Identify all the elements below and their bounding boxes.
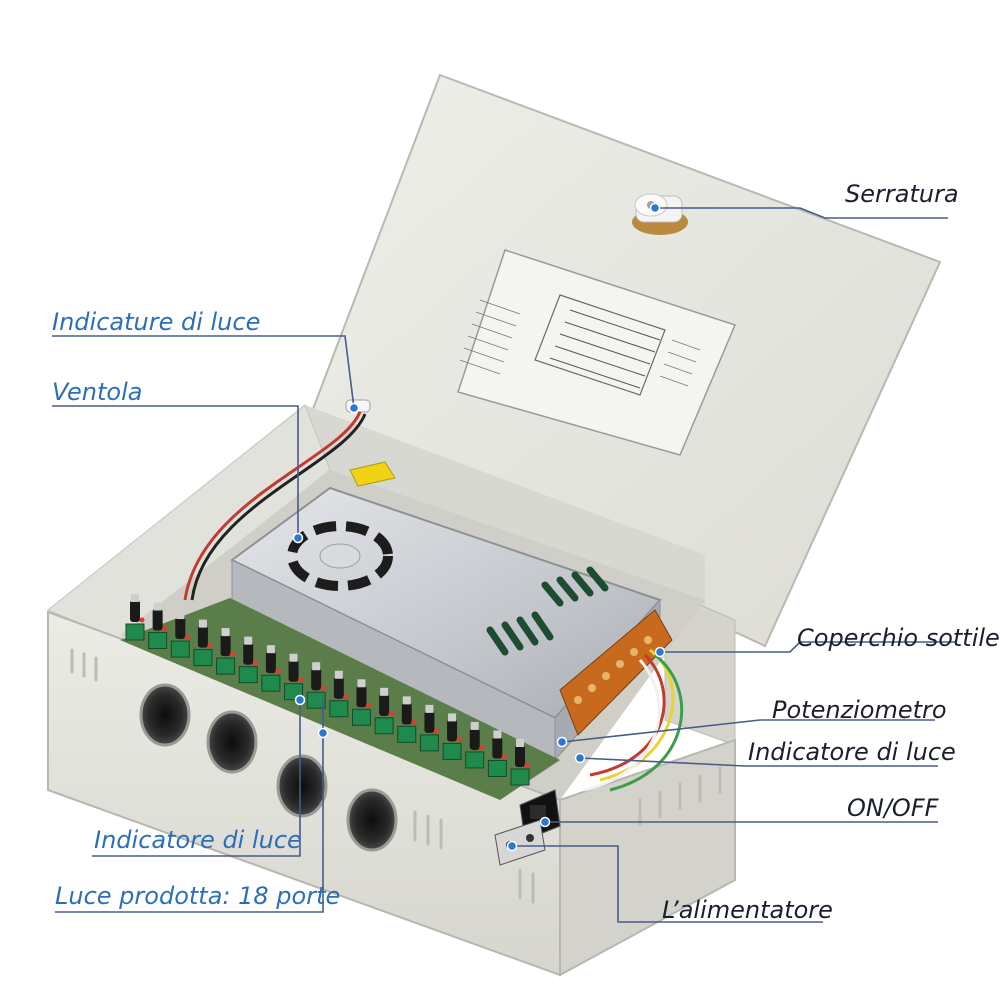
output-port [148,602,168,650]
output-port [510,739,530,786]
wiring-diagram-sticker [457,249,737,456]
marker-on-off [539,816,551,828]
output-port [306,662,326,709]
output-port [419,704,439,752]
wires [183,411,684,792]
psu-terminal-block [559,609,673,736]
label-lock: Serratura [845,180,959,208]
label-potentiometer: Potenziometro [772,696,947,724]
output-port [216,628,236,675]
marker-output-ports [317,727,329,739]
leader-lines [52,207,955,923]
output-port [351,679,371,726]
label-output-ports: Luce prodotta: 18 porte [55,882,341,910]
label-on-off: ON/OFF [847,794,939,822]
label-power-input: L’alimentatore [662,896,833,924]
output-port [465,721,485,769]
output-port [442,713,462,760]
output-port [238,636,258,684]
marker-fan [292,532,304,544]
marker-potentiometer [556,736,568,748]
output-port [125,594,145,641]
label-light-indicator-right: Indicatore di luce [748,738,956,766]
output-port [329,670,349,718]
output-terminals [120,594,560,800]
output-port [193,619,213,667]
marker-lock [649,202,661,214]
vent-slots [70,648,535,904]
power-supply-unit [230,461,673,762]
marker-indicator-left [294,694,306,706]
output-port [261,645,281,692]
output-port [170,611,190,658]
marker-power-input [506,840,518,852]
marker-lid-indicator [348,402,360,414]
label-thin-cover: Coperchio sottile [797,624,1000,652]
knockout-holes [139,683,398,852]
label-light-indicators-top: Indicature di luce [52,308,261,336]
output-port [487,730,507,777]
marker-thin-cover [654,646,666,658]
label-light-indicator-left: Indicatore di luce [94,826,302,854]
output-port [397,696,417,743]
fan [287,521,393,591]
markers [292,202,666,852]
lock [632,193,688,235]
label-fan: Ventola [52,378,143,406]
output-port [374,687,394,735]
marker-indicator-right [574,752,586,764]
